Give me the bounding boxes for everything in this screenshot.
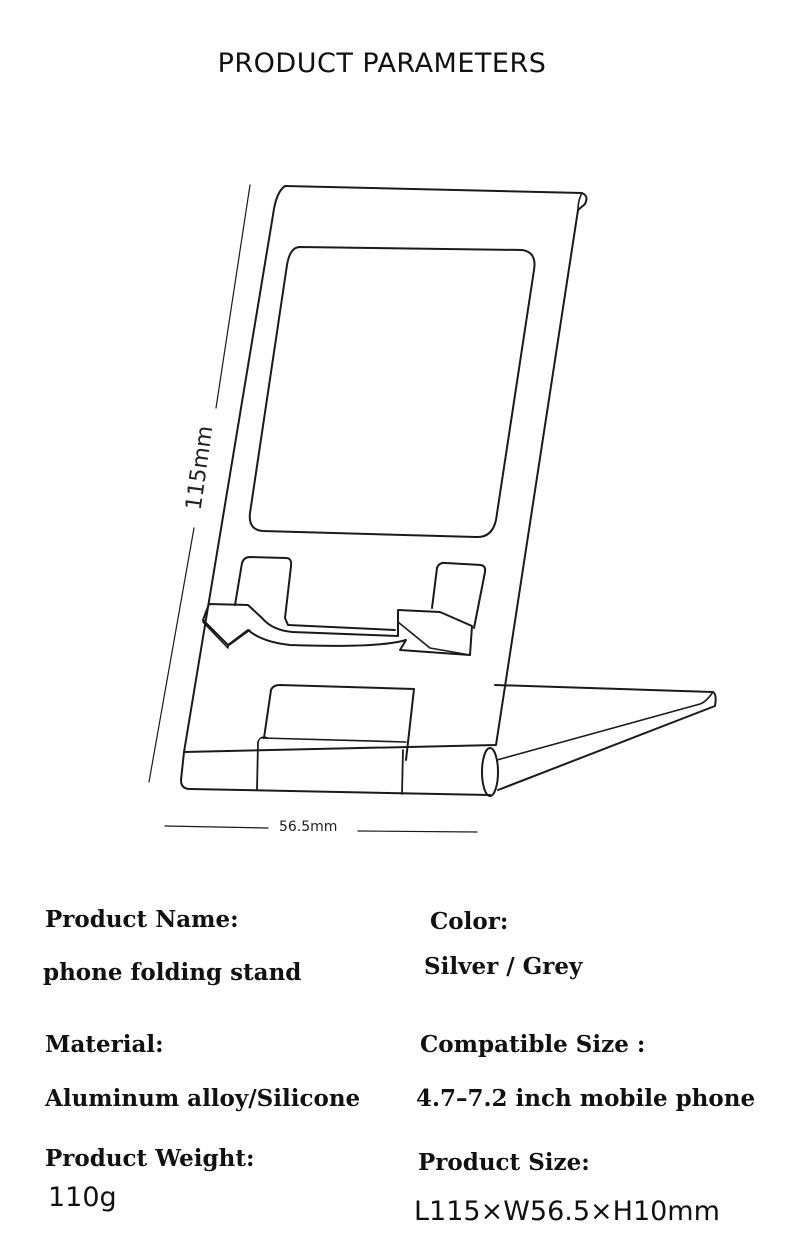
support-left-arm [234,556,396,631]
page-title: PRODUCT PARAMETERS [217,48,547,79]
product-size-label: Product Size: [418,1149,590,1176]
width-dimension-label: 56.5mm [279,819,338,835]
hinge-block [263,684,415,761]
stand-line-drawing [148,184,717,833]
product-weight-value: 110g [48,1182,117,1213]
hinge-pin [481,747,499,797]
support-ledge [202,603,473,656]
width-dimension-line-left [164,825,269,829]
height-dimension-line-upper [215,184,251,409]
compatible-size-label: Compatible Size : [420,1031,646,1058]
support-right-arm [431,561,487,629]
panel-window [248,246,536,539]
product-size-value: L115×W56.5×H10mm [414,1196,720,1227]
material-value: Aluminum alloy/Silicone [45,1085,361,1112]
color-value: Silver / Grey [424,953,583,980]
product-weight-label: Product Weight: [45,1145,255,1172]
material-label: Material: [45,1031,164,1058]
width-dimension-line-right [357,830,478,833]
height-dimension-line-lower [148,527,195,783]
back-panel [183,185,588,753]
color-label: Color: [430,908,509,935]
base-plate [494,684,717,791]
product-name-label: Product Name: [45,906,239,933]
compatible-size-value: 4.7–7.2 inch mobile phone [416,1085,756,1112]
hinge-bottom [180,751,491,796]
product-name-value: phone folding stand [43,959,302,986]
